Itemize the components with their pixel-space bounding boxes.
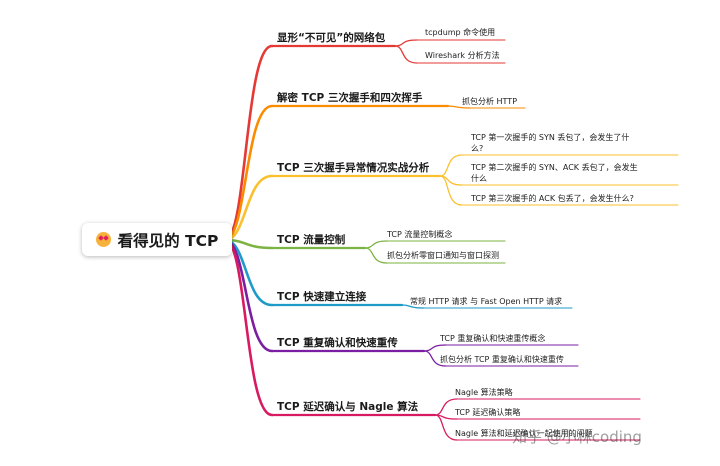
- branch-label-b2[interactable]: 解密 TCP 三次握手和四次挥手: [277, 92, 423, 104]
- connector-b7l1: [434, 398, 458, 416]
- connector-b6l2: [423, 350, 447, 367]
- connector-b1l1: [394, 39, 418, 47]
- leaf-label-b4l2[interactable]: 抓包分析零窗口通知与窗口探测: [387, 251, 499, 260]
- leaf-label-b6l1[interactable]: TCP 重复确认和快速重传概念: [440, 334, 546, 343]
- leaf-label-b7l2[interactable]: TCP 延迟确认策略: [455, 408, 521, 417]
- watermark: 知乎 @小林coding: [512, 428, 642, 446]
- connector-b2l1: [447, 105, 471, 109]
- connector-b4l2: [364, 247, 388, 264]
- connector-b7l3: [434, 414, 458, 441]
- connector-b1l2: [394, 45, 418, 64]
- branch-label-b3[interactable]: TCP 三次握手异常情况实战分析: [277, 162, 430, 174]
- connector-b6l1: [423, 344, 447, 352]
- leaf-label-b3l2[interactable]: TCP 第二次握手的 SYN、ACK 丢包了，会发生什么: [471, 163, 638, 183]
- leaf-label-b7l3[interactable]: Nagle 算法和延迟确认一起使用的问题: [455, 429, 593, 438]
- branch-label-b6[interactable]: TCP 重复确认和快速重传: [277, 337, 398, 349]
- connector-b4l1: [364, 240, 388, 249]
- connector-b7: [223, 238, 274, 417]
- leaf-label-b5l1[interactable]: 常规 HTTP 请求 与 Fast Open HTTP 请求: [410, 297, 563, 306]
- heart-eyes-emoji-icon: [95, 232, 111, 247]
- branch-label-b5[interactable]: TCP 快速建立连接: [277, 291, 367, 303]
- connector-b5l1: [401, 304, 425, 309]
- leaf-label-b6l2[interactable]: 抓包分析 TCP 重复确认和快速重传: [440, 355, 564, 364]
- leaf-label-b4l1[interactable]: TCP 流量控制概念: [387, 230, 453, 239]
- leaf-label-b3l1[interactable]: TCP 第一次握手的 SYN 丢包了，会发生了什么?: [471, 133, 630, 153]
- leaf-label-b7l1[interactable]: Nagle 算法策略: [455, 388, 513, 397]
- root-node[interactable]: 看得见的 TCP: [82, 223, 232, 256]
- branch-label-b4[interactable]: TCP 流量控制: [277, 234, 346, 246]
- leaf-label-b1l1[interactable]: tcpdump 命令使用: [425, 28, 496, 37]
- root-label: 看得见的 TCP: [117, 231, 219, 250]
- connector-b1: [223, 44, 274, 242]
- branch-label-b7[interactable]: TCP 延迟确认与 Nagle 算法: [277, 401, 419, 413]
- leaf-label-b2l1[interactable]: 抓包分析 HTTP: [462, 97, 518, 106]
- leaf-label-b3l3[interactable]: TCP 第三次握手的 ACK 包丢了，会发生什么?: [471, 194, 634, 203]
- connector-b3l1: [439, 154, 463, 177]
- connector-b3l3: [439, 175, 463, 206]
- branch-label-b1[interactable]: 显形“不可见”的网络包: [277, 32, 386, 44]
- leaf-label-b1l2[interactable]: Wireshark 分析方法: [425, 51, 500, 60]
